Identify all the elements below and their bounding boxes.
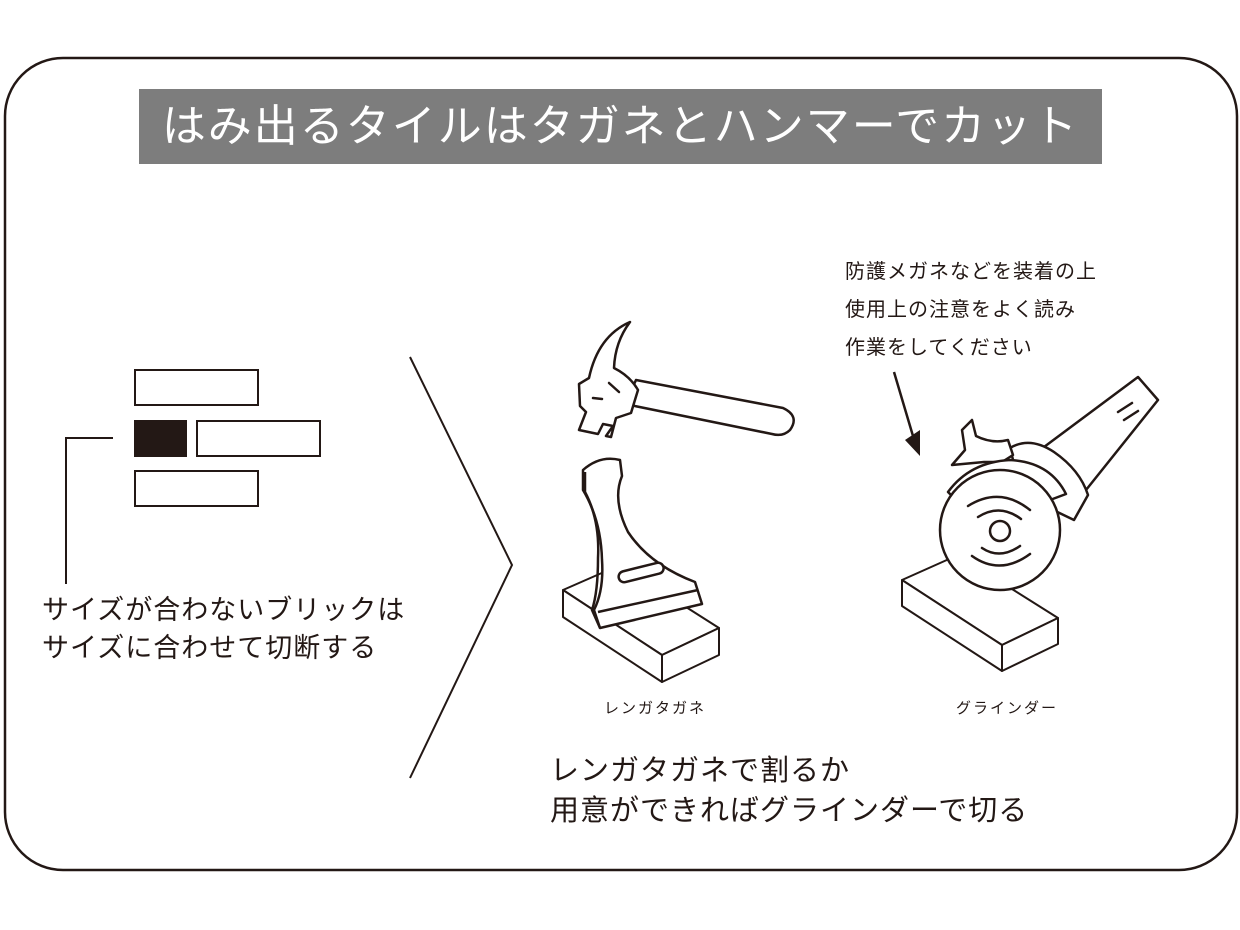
warning-line-3: 作業をしてください bbox=[845, 335, 1033, 359]
left-note-line-1: サイズが合わないブリックは bbox=[42, 595, 406, 626]
leader-line bbox=[65, 437, 113, 584]
angle-grinder-icon bbox=[938, 375, 1160, 592]
bottom-caption-line-1: レンガタガネで割るか bbox=[550, 753, 851, 787]
bottom-caption-line-2: 用意ができればグラインダーで切る bbox=[550, 793, 1029, 827]
brick-block-right bbox=[901, 554, 1059, 672]
safety-warning: 防護メガネなどを装着の上 使用上の注意をよく読み 作業をしてください bbox=[845, 252, 1097, 366]
brick-chisel-icon bbox=[581, 457, 704, 630]
brick-pattern bbox=[134, 369, 321, 507]
left-note-line-2: サイズに合わせて切断する bbox=[42, 633, 378, 664]
warning-line-1: 防護メガネなどを装着の上 bbox=[845, 259, 1097, 283]
chisel-label: レンガタガネ bbox=[604, 699, 707, 717]
hammer-icon bbox=[577, 320, 795, 439]
outer-frame bbox=[3, 56, 1239, 872]
warning-line-2: 使用上の注意をよく読み bbox=[845, 297, 1076, 321]
chevron-divider bbox=[409, 356, 514, 779]
bottom-caption: レンガタガネで割るか 用意ができればグラインダーで切る bbox=[550, 750, 1028, 830]
grinder-label: グラインダー bbox=[956, 699, 1059, 717]
brick-middle bbox=[196, 420, 321, 457]
brick-cut-highlight bbox=[134, 420, 187, 457]
left-note: サイズが合わないブリックは サイズに合わせて切断する bbox=[42, 592, 405, 668]
brick-top bbox=[134, 369, 259, 406]
arrow-down-icon bbox=[892, 371, 920, 456]
title-banner: はみ出るタイルはタガネとハンマーでカット bbox=[139, 89, 1102, 164]
brick-bottom bbox=[134, 470, 259, 507]
